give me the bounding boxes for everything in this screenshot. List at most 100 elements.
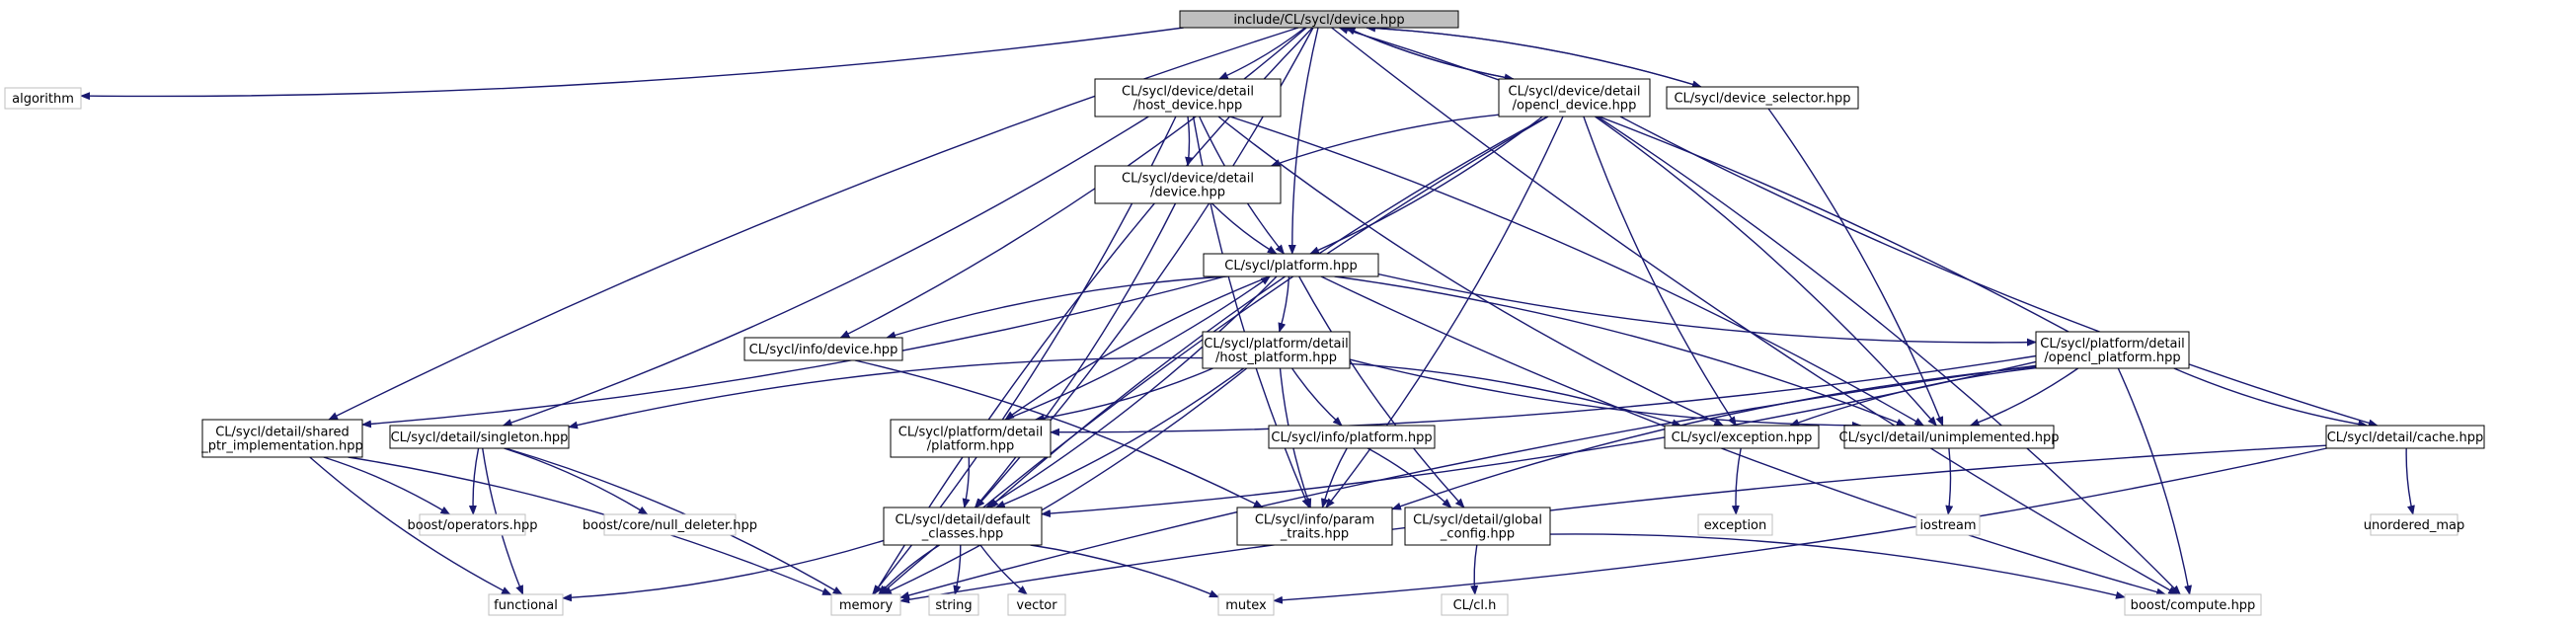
node-label: _classes.hpp	[921, 527, 1003, 542]
node-shared_ptr[interactable]: CL/sycl/detail/shared_ptr_implementation…	[200, 419, 363, 458]
edge-pd_platform-to-default_classes	[962, 456, 971, 508]
node-label: CL/sycl/device/detail	[1509, 85, 1641, 100]
node-label: CL/sycl/platform/detail	[1204, 337, 1348, 352]
node-mutex: mutex	[1217, 593, 1275, 616]
edge-host_device-to-unimplemented	[1229, 116, 1925, 427]
node-label: functional	[494, 598, 558, 613]
node-default_classes[interactable]: CL/sycl/detail/default_classes.hpp	[883, 507, 1043, 546]
edge-host_platform-to-memory	[881, 367, 1248, 595]
node-label: _config.hpp	[1440, 527, 1515, 542]
edge-default_classes-to-memory	[878, 544, 940, 595]
edge-root-to-shared_ptr	[328, 27, 1299, 421]
node-label: string	[935, 598, 972, 613]
edge-shared_ptr-to-boost_operators	[323, 456, 451, 515]
node-label: CL/sycl/detail/cache.hpp	[2327, 430, 2484, 445]
node-label: /device.hpp	[1150, 186, 1225, 200]
node-detail_device[interactable]: CL/sycl/device/detail/device.hpp	[1094, 165, 1282, 204]
node-algorithm: algorithm	[4, 87, 82, 110]
node-box	[890, 419, 1052, 458]
edge-opencl_device-to-exception_hpp	[1583, 116, 1737, 427]
node-info_device[interactable]: CL/sycl/info/device.hpp	[743, 337, 903, 361]
node-unordered_map: unordered_map	[2364, 513, 2465, 536]
node-box	[1179, 10, 1459, 29]
node-info_platform[interactable]: CL/sycl/info/platform.hpp	[1268, 425, 1436, 449]
node-label: boost/compute.hpp	[2131, 598, 2256, 613]
edge-opencl_platform-to-pd_platform	[1050, 354, 2037, 436]
node-box	[1664, 425, 1820, 449]
node-box	[201, 419, 363, 458]
node-pd_platform[interactable]: CL/sycl/platform/detail/platform.hpp	[890, 419, 1052, 458]
node-label: CL/sycl/info/device.hpp	[749, 343, 898, 357]
edge-root-to-host_device	[1217, 27, 1306, 80]
node-box	[2370, 513, 2459, 536]
node-box	[2035, 331, 2190, 369]
node-box	[1697, 513, 1773, 536]
node-label: CL/sycl/detail/global	[1413, 513, 1542, 528]
node-label: vector	[1016, 598, 1057, 613]
edge-host_device-to-exception_hpp	[1217, 116, 1725, 427]
node-box	[928, 593, 979, 616]
node-box	[1094, 78, 1282, 117]
node-label: algorithm	[12, 92, 74, 107]
node-label: CL/sycl/detail/shared	[215, 426, 350, 440]
node-box	[1441, 593, 1509, 616]
edge-platform-to-boost_compute	[1320, 275, 2167, 596]
node-label: CL/sycl/detail/singleton.hpp	[391, 430, 569, 445]
node-opencl_device[interactable]: CL/sycl/device/detail/opencl_device.hpp	[1498, 78, 1651, 117]
node-label: CL/sycl/platform.hpp	[1224, 259, 1357, 273]
edge-root-to-platform	[1288, 27, 1319, 255]
node-iostream: iostream	[1915, 513, 1981, 536]
node-label: CL/sycl/platform/detail	[2040, 337, 2184, 352]
edge-root-to-algorithm	[80, 27, 1184, 101]
node-label: CL/sycl/device/detail	[1122, 172, 1254, 187]
node-box	[1094, 165, 1282, 204]
node-box	[488, 593, 564, 616]
node-label: CL/sycl/info/param	[1255, 513, 1374, 528]
node-platform[interactable]: CL/sycl/platform.hpp	[1203, 253, 1379, 277]
node-label: _traits.hpp	[1280, 527, 1349, 542]
edge-device_selector-to-unimplemented	[1767, 108, 1944, 427]
edge-opencl_platform-to-cache	[2173, 367, 2369, 429]
edge-platform-to-host_platform	[1278, 275, 1290, 333]
node-label: CL/sycl/detail/default	[896, 513, 1031, 528]
node-opencl_platform[interactable]: CL/sycl/platform/detail/opencl_platform.…	[2035, 331, 2190, 369]
node-cache[interactable]: CL/sycl/detail/cache.hpp	[2325, 425, 2485, 449]
node-host_device[interactable]: CL/sycl/device/detail/host_device.hpp	[1094, 78, 1282, 117]
edge-global_config-to-cl_h	[1470, 544, 1479, 595]
node-label: CL/sycl/detail/unimplemented.hpp	[1839, 430, 2060, 445]
node-label: unordered_map	[2364, 518, 2465, 533]
node-exception_hpp[interactable]: CL/sycl/exception.hpp	[1664, 425, 1820, 449]
edge-opencl_device-to-root	[1345, 27, 1514, 80]
node-singleton[interactable]: CL/sycl/detail/singleton.hpp	[389, 425, 570, 449]
node-null_deleter: boost/core/null_deleter.hpp	[583, 513, 757, 536]
node-label: /platform.hpp	[927, 439, 1015, 454]
node-boost_compute: boost/compute.hpp	[2124, 593, 2262, 616]
node-unimplemented[interactable]: CL/sycl/detail/unimplemented.hpp	[1839, 425, 2060, 449]
node-box	[1268, 425, 1436, 449]
node-label: CL/sycl/platform/detail	[898, 426, 1043, 440]
node-root[interactable]: include/CL/sycl/device.hpp	[1179, 10, 1459, 29]
node-host_platform[interactable]: CL/sycl/platform/detail/host_platform.hp…	[1202, 331, 1351, 369]
node-global_config[interactable]: CL/sycl/detail/global_config.hpp	[1404, 507, 1551, 546]
node-label: include/CL/sycl/device.hpp	[1233, 13, 1404, 28]
edge-default_classes-to-mutex	[1030, 544, 1219, 598]
node-box	[1404, 507, 1551, 546]
node-box	[1007, 593, 1066, 616]
node-label: /opencl_device.hpp	[1513, 99, 1637, 114]
node-box	[1915, 513, 1981, 536]
edge-opencl_platform-to-param_traits	[1391, 365, 2037, 510]
edge-host_platform-to-info_platform	[1291, 367, 1343, 427]
edge-info_platform-to-param_traits	[1320, 447, 1348, 508]
edge-opencl_platform-to-default_classes	[1041, 360, 2037, 518]
node-box	[4, 87, 82, 110]
node-param_traits[interactable]: CL/sycl/info/param_traits.hpp	[1236, 507, 1393, 546]
node-box	[883, 507, 1043, 546]
node-device_selector[interactable]: CL/sycl/device_selector.hpp	[1666, 86, 1859, 110]
edge-singleton-to-boost_operators	[468, 447, 480, 515]
node-box	[603, 513, 737, 536]
node-box	[1236, 507, 1393, 546]
node-label: memory	[839, 598, 894, 613]
node-box	[743, 337, 903, 361]
